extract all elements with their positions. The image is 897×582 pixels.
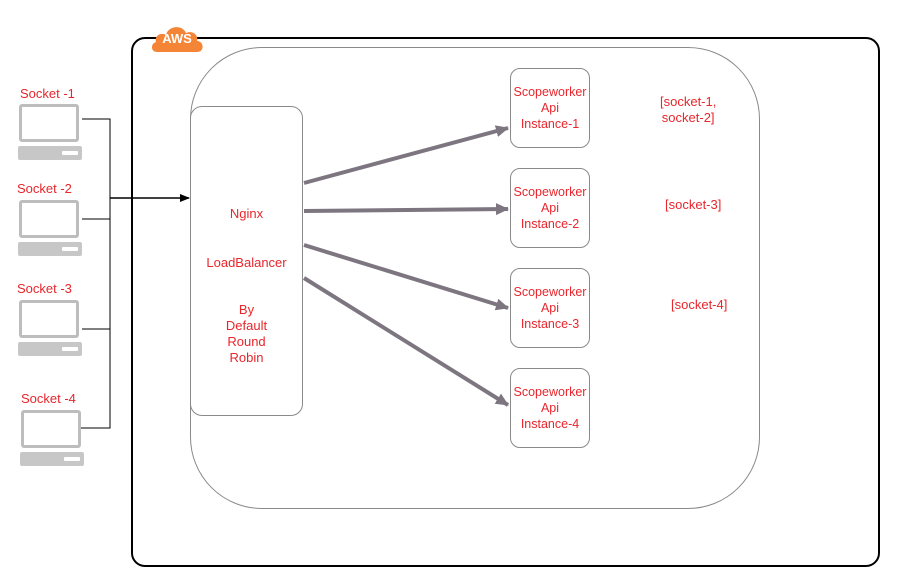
bus-line (72, 118, 111, 429)
client-label-2: Socket -2 (17, 181, 72, 196)
cloud-icon (151, 27, 203, 52)
instance-type: Api (540, 101, 560, 115)
api-instance-1: Scopeworker Api Instance-1 (510, 68, 590, 148)
instance-name: Scopeworker (513, 285, 587, 299)
nginx-to-instance-3-arrow (303, 243, 509, 311)
instance-id: Instance-1 (520, 117, 580, 131)
aws-cloud-boundary (131, 37, 880, 567)
laptop-icon (18, 200, 84, 256)
assignment-line: [socket-3] (665, 197, 722, 212)
laptop-icon (20, 410, 86, 466)
instance-name: Scopeworker (513, 85, 587, 99)
instance-id: Instance-2 (520, 217, 580, 231)
instance-id: Instance-4 (520, 417, 580, 431)
instance-id: Instance-3 (520, 317, 580, 331)
assignment-instance-3: [socket-4] (671, 297, 727, 313)
instance-type: Api (540, 201, 560, 215)
assignment-instance-1: [socket-1, socket-2] (660, 94, 716, 126)
nginx-to-instance-1-arrow (303, 125, 509, 185)
assignment-line: [socket-1, (660, 94, 717, 109)
assignment-line: [socket-4] (671, 297, 728, 312)
client-label-4: Socket -4 (21, 391, 76, 406)
lb-line-3: By (238, 302, 255, 317)
aws-badge: AWS (149, 20, 205, 54)
nginx-to-instance-4-arrow (302, 276, 510, 407)
lb-line-5: Round (227, 334, 266, 349)
assignment-line: socket-2] (661, 110, 715, 125)
instance-type: Api (540, 301, 560, 315)
nginx-load-balancer: Nginx LoadBalancer By Default Round Robi… (190, 106, 303, 416)
nginx-to-instance-2-arrow (303, 203, 509, 216)
client-bus (71, 118, 111, 434)
instance-type: Api (540, 401, 560, 415)
client-label-3: Socket -3 (17, 281, 72, 296)
aws-label: AWS (162, 31, 192, 46)
lb-line-1: Nginx (229, 206, 264, 221)
api-instance-2: Scopeworker Api Instance-2 (510, 168, 590, 248)
laptop-icon (18, 300, 84, 356)
instance-name: Scopeworker (513, 385, 587, 399)
api-instance-3: Scopeworker Api Instance-3 (510, 268, 590, 348)
api-instance-4: Scopeworker Api Instance-4 (510, 368, 590, 448)
assignment-instance-2: [socket-3] (665, 197, 721, 213)
client-label-1: Socket -1 (20, 86, 75, 101)
lb-line-6: Robin (229, 350, 264, 365)
lb-line-2: LoadBalancer (206, 255, 287, 270)
laptop-icon (18, 104, 84, 160)
instance-name: Scopeworker (513, 185, 587, 199)
lb-line-4: Default (225, 318, 268, 333)
